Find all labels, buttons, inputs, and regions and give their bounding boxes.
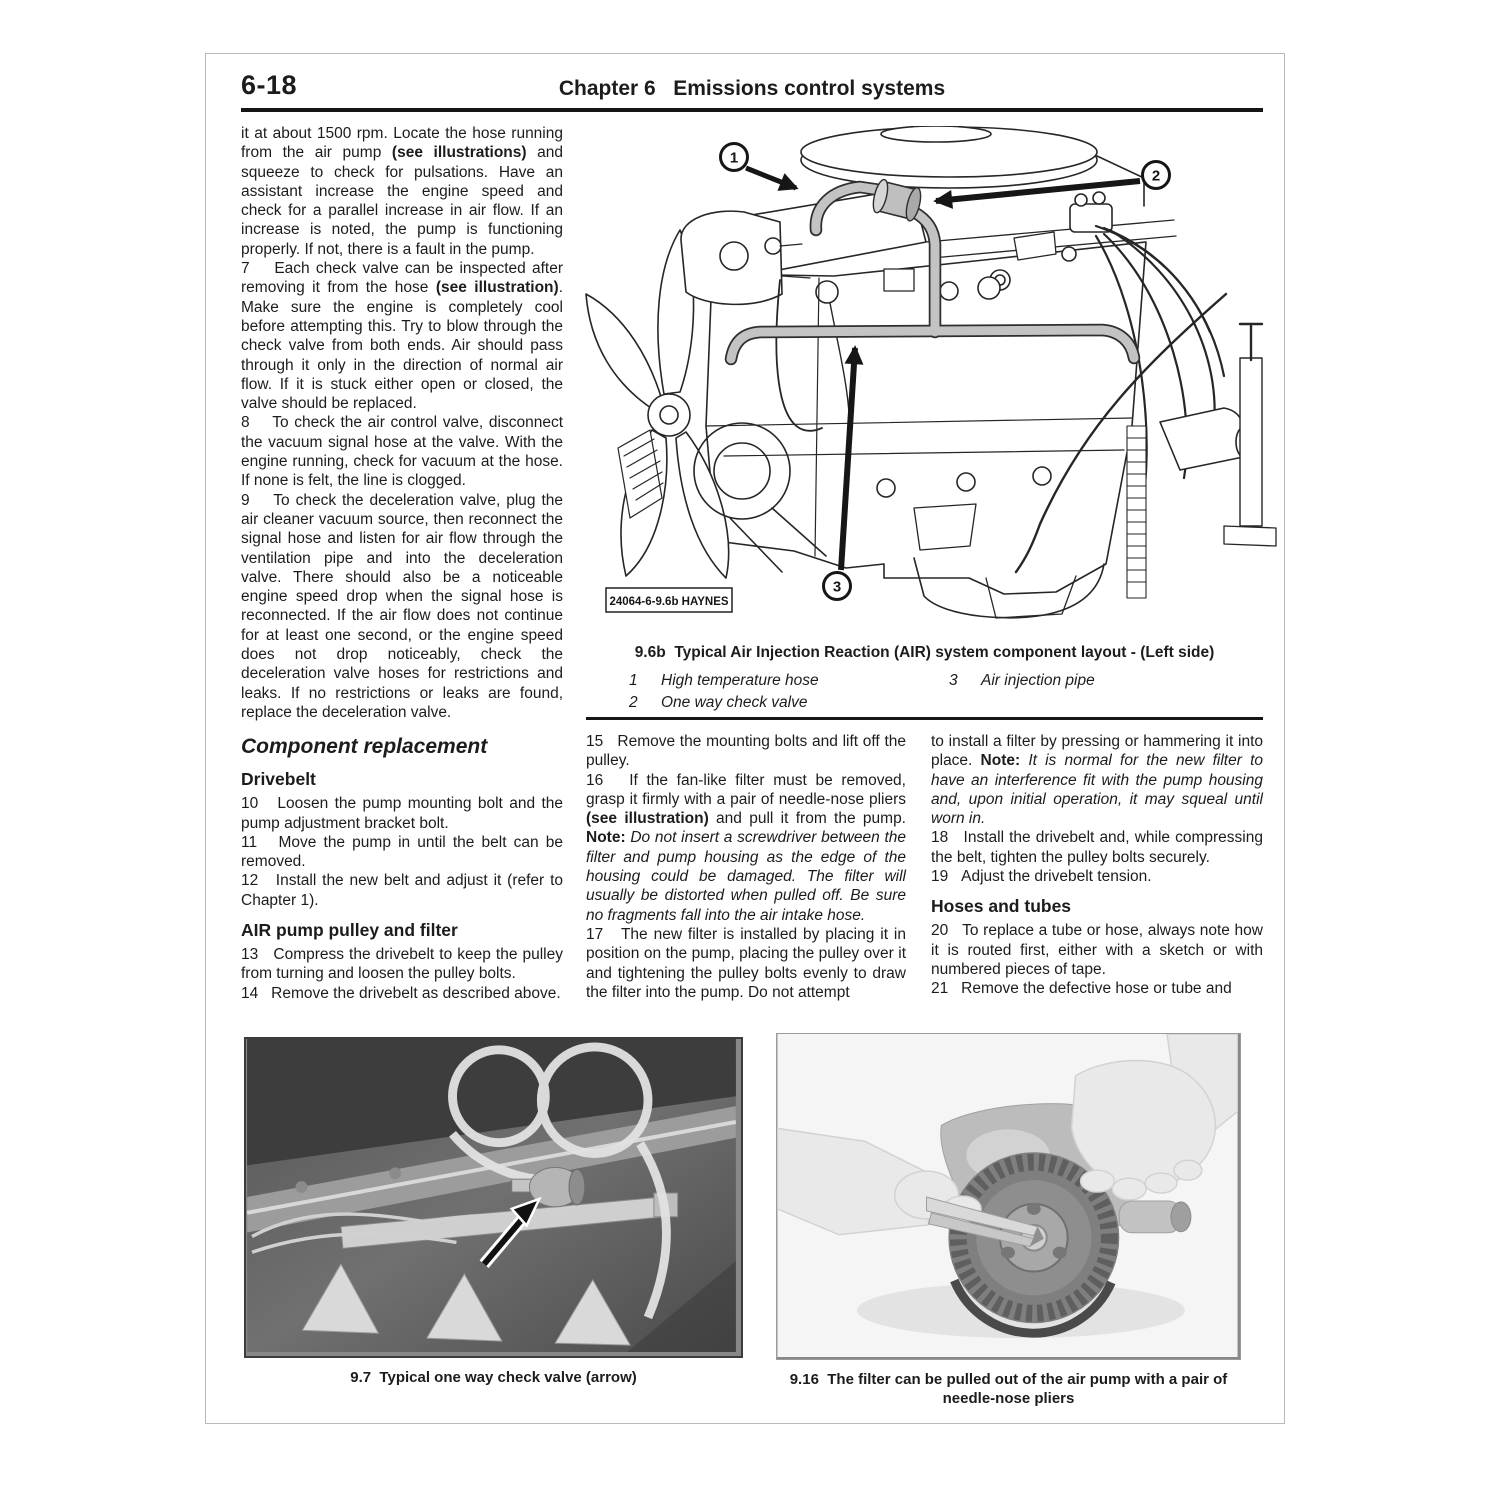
paragraph: 12 Install the new belt and adjust it (r… (241, 871, 563, 910)
text-segment: and pull it from the pump. (708, 810, 906, 828)
text-segment: 7 Each check valve can be inspected afte… (241, 260, 563, 297)
photo-9-16 (776, 1033, 1241, 1360)
text-segment: it at about 1500 rpm. Locate the hose ru… (241, 125, 563, 162)
text-segment: 21 Remove the defective hose or tube and (931, 980, 1232, 998)
legend-label-1: High temperature hose (661, 672, 819, 689)
paragraph: 13 Compress the drivebelt to keep the pu… (241, 945, 563, 984)
photo-9-7 (244, 1037, 743, 1358)
paragraph: 21 Remove the defective hose or tube and (931, 979, 1263, 998)
paragraph: 14 Remove the drivebelt as described abo… (241, 984, 563, 1003)
text-segment: 8 To check the air control valve, discon… (241, 414, 563, 490)
paragraph: 7 Each check valve can be inspected afte… (241, 259, 563, 413)
paragraph: 8 To check the air control valve, discon… (241, 413, 563, 490)
figure-rule (586, 717, 1263, 720)
text-segment: to install a filter by pressing or hamme… (931, 733, 1263, 770)
figure-legend: 1 High temperature hose 2 One way check … (586, 672, 1263, 718)
needle-nose-pliers (926, 1196, 1044, 1248)
text-segment: Do not insert a screwdriver between the … (586, 829, 906, 924)
paragraph: 11 Move the pump in until the belt can b… (241, 833, 563, 872)
text-column-right: to install a filter by pressing or hamme… (931, 732, 1263, 999)
text-segment: 15 Remove the mounting bolts and lift of… (586, 733, 906, 770)
text-segment: 13 Compress the drivebelt to keep the pu… (241, 945, 563, 983)
text-segment: Note: (586, 829, 631, 847)
paragraph: 15 Remove the mounting bolts and lift of… (586, 732, 906, 771)
chapter-header: Chapter 6 Emissions control systems (558, 77, 946, 100)
paragraph: 18 Install the drivebelt and, while comp… (931, 828, 1263, 867)
text-segment: 14 Remove the drivebelt as described abo… (241, 984, 561, 1002)
photo-caption-9-16: 9.16 The filter can be pulled out of the… (789, 1371, 1228, 1407)
callout-2: 2 (1141, 160, 1171, 190)
legend-num-2: 2 (629, 694, 638, 711)
text-segment: (see illustrations) (391, 144, 527, 162)
starter-motor (1159, 407, 1249, 471)
text-segment: Note: (980, 752, 1029, 770)
svg-text:3: 3 (833, 579, 841, 596)
text-segment: 20 To replace a tube or hose, always not… (931, 922, 1263, 978)
paragraph: it at about 1500 rpm. Locate the hose ru… (241, 124, 563, 259)
figure-9-6b-illustration: 1 2 3 24064-6-9.6b HAYNES (585, 126, 1277, 619)
pointer-arrow (479, 1196, 542, 1268)
text-segment: 17 The new filter is installed by placin… (586, 925, 906, 1001)
text-segment: and squeeze to check for pulsations. Hav… (241, 144, 563, 258)
callout-arrows (745, 165, 1141, 571)
photo-caption-9-7: 9.7 Typical one way check valve (arrow) (350, 1369, 637, 1386)
svg-text:1: 1 (730, 150, 738, 167)
text-segment: 19 Adjust the drivebelt tension. (931, 868, 1152, 886)
section-heading: Hoses and tubes (931, 896, 1072, 917)
check-valve-photo (511, 1166, 586, 1208)
page: 6-18 Chapter 6 Emissions control systems… (205, 53, 1285, 1424)
text-segment: 11 Move the pump in until the belt can b… (241, 833, 563, 871)
text-segment: 10 Loosen the pump mounting bolt and the… (241, 795, 563, 832)
svg-text:24064-6-9.6b HAYNES: 24064-6-9.6b HAYNES (609, 596, 728, 608)
section-heading: Drivebelt (241, 769, 316, 790)
air-hoses-highlighted (724, 180, 1141, 366)
section-heading: AIR pump pulley and filter (241, 919, 458, 940)
svg-text:2: 2 (1152, 168, 1160, 185)
legend-label-3: Air injection pipe (981, 672, 1095, 689)
text-segment: 9 To check the deceleration valve, plug … (241, 491, 563, 721)
figure-stamp: 24064-6-9.6b HAYNES (605, 587, 733, 613)
paragraph: 16 If the fan-like filter must be remove… (586, 771, 906, 925)
page-number: 6-18 (241, 70, 298, 100)
callout-3: 3 (822, 571, 852, 601)
hands (777, 1034, 1238, 1236)
paragraph: 9 To check the deceleration valve, plug … (241, 491, 563, 723)
text-column-middle: 15 Remove the mounting bolts and lift of… (586, 732, 906, 1002)
text-column-left: it at about 1500 rpm. Locate the hose ru… (241, 124, 563, 1003)
legend-label-2: One way check valve (661, 694, 808, 711)
paragraph: 17 The new filter is installed by placin… (586, 925, 906, 1002)
text-segment: . Make sure the engine is completely coo… (241, 279, 563, 413)
text-segment: It is normal for the new filter to have … (931, 752, 1264, 828)
text-segment: (see illustration) (586, 810, 709, 828)
fan-clutch (617, 429, 664, 519)
header-rule (241, 108, 1263, 112)
legend-num-1: 1 (629, 672, 638, 689)
paragraph: 19 Adjust the drivebelt tension. (931, 867, 1263, 886)
figure-caption: 9.6b Typical Air Injection Reaction (AIR… (634, 644, 1215, 661)
paragraph: 10 Loosen the pump mounting bolt and the… (241, 794, 563, 833)
text-segment: 12 Install the new belt and adjust it (r… (241, 872, 563, 909)
paragraph: to install a filter by pressing or hamme… (931, 732, 1263, 828)
callout-1: 1 (719, 142, 749, 172)
check-valve (872, 178, 922, 222)
flywheel-teeth (1126, 425, 1147, 599)
paragraph: 20 To replace a tube or hose, always not… (931, 921, 1263, 979)
text-segment: 18 Install the drivebelt and, while comp… (931, 829, 1263, 866)
text-segment: 16 If the fan-like filter must be remove… (586, 771, 906, 808)
legend-num-3: 3 (949, 672, 958, 689)
text-segment: (see illustration) (435, 279, 559, 297)
section-heading: Component replacement (241, 735, 488, 759)
